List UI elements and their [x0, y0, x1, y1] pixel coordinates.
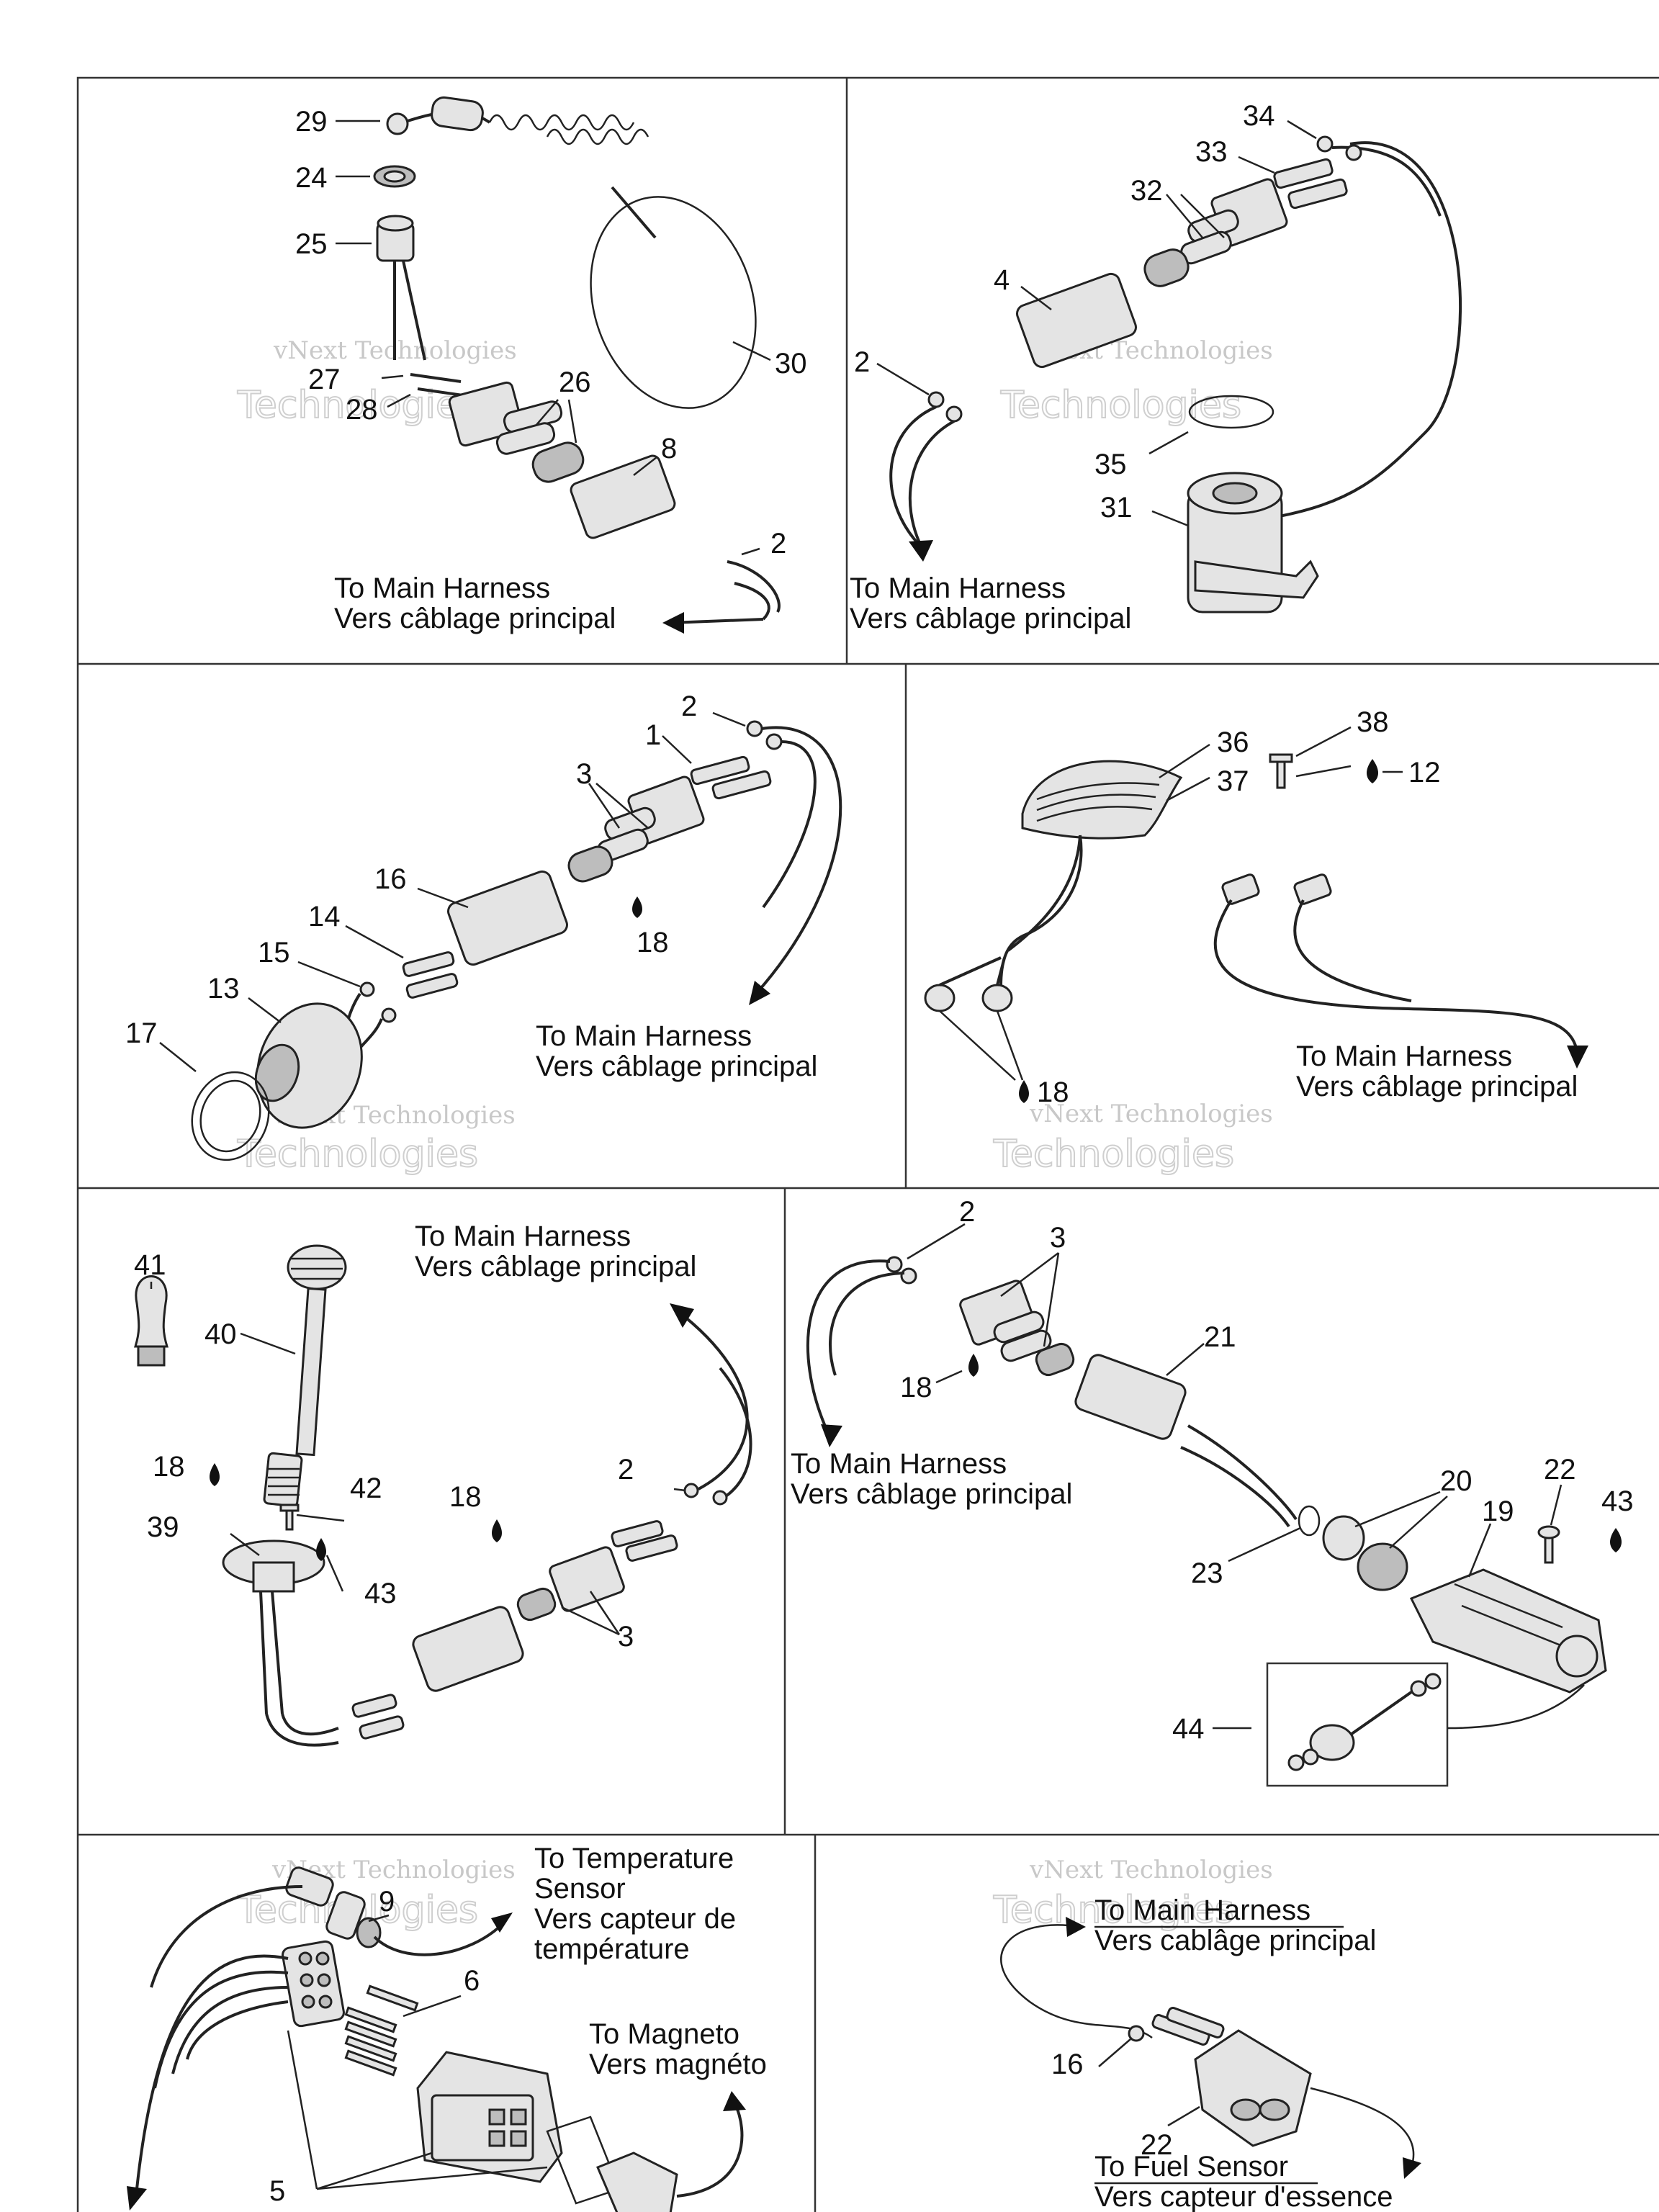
- caption-vers-cablage-principal: Vers câblage principal: [1296, 1071, 1578, 1102]
- panel-borders: [76, 76, 1659, 2212]
- caption-to-main-harness: To Main Harness: [791, 1448, 1007, 1480]
- label-19: 19: [1482, 1496, 1514, 1527]
- caption-sensor: Sensor: [534, 1873, 626, 1905]
- panel-3: 2 1 3 16 14 15 13 17 18 To Main Harness …: [125, 691, 842, 1161]
- label-18: 18: [449, 1481, 482, 1513]
- label-36: 36: [1217, 727, 1249, 758]
- label-43: 43: [364, 1578, 397, 1609]
- label-2: 2: [854, 346, 870, 378]
- label-3: 3: [618, 1621, 634, 1653]
- label-22: 22: [1141, 2129, 1173, 2161]
- label-42: 42: [350, 1473, 382, 1504]
- label-18: 18: [900, 1372, 932, 1403]
- label-29: 29: [295, 106, 328, 138]
- label-3: 3: [576, 758, 592, 790]
- label-33: 33: [1195, 136, 1228, 168]
- label-15: 15: [258, 937, 290, 968]
- label-1: 1: [645, 719, 661, 751]
- label-32: 32: [1130, 175, 1163, 207]
- label-28: 28: [346, 394, 378, 426]
- label-16: 16: [374, 863, 407, 895]
- label-20: 20: [1440, 1465, 1473, 1497]
- label-9: 9: [379, 1886, 395, 1917]
- panel-6: 2 3 21 18 20 22 43 19 23 44 To Main Harn…: [791, 1196, 1634, 1787]
- caption-vers-capteur-de: Vers capteur de: [534, 1903, 736, 1935]
- caption-vers-cablage-principal: Vers cablâge principal: [1094, 1925, 1376, 1956]
- watermark-outline: Technologies: [1000, 384, 1241, 427]
- caption-vers-cablage-principal: Vers câblage principal: [536, 1051, 817, 1082]
- label-30: 30: [775, 348, 807, 379]
- label-6: 6: [464, 1965, 480, 1997]
- caption-to-main-harness: To Main Harness: [1094, 1894, 1310, 1926]
- label-18: 18: [1037, 1076, 1069, 1108]
- panel-8: 16 22 To Main Harness Vers cablâge princ…: [1000, 1894, 1421, 2212]
- label-4: 4: [994, 264, 1010, 296]
- label-18: 18: [637, 927, 669, 958]
- label-27: 27: [308, 364, 341, 395]
- label-2: 2: [770, 528, 786, 559]
- label-39: 39: [147, 1511, 179, 1543]
- caption-vers-magneto: Vers magnéto: [589, 2049, 767, 2080]
- label-18: 18: [153, 1451, 185, 1483]
- caption-vers-cablage-principal: Vers câblage principal: [415, 1251, 696, 1282]
- panel-7: 9 6 5 To Temperature Sensor Vers capteur…: [127, 1843, 767, 2212]
- label-2: 2: [618, 1454, 634, 1485]
- label-37: 37: [1217, 765, 1249, 797]
- caption-vers-capteur-essence: Vers capteur d'essence: [1094, 2181, 1393, 2212]
- caption-to-fuel-sensor: To Fuel Sensor: [1094, 2151, 1288, 2182]
- label-24: 24: [295, 162, 328, 194]
- watermark-outline: Technologies: [237, 1133, 478, 1176]
- caption-to-temperature: To Temperature: [534, 1843, 734, 1874]
- watermark-outline: Technologies: [993, 1889, 1234, 1932]
- panel-1: 29 24 25 27 28 26 8 2 30 To Main Harness…: [295, 96, 807, 634]
- caption-temperature: température: [534, 1933, 690, 1965]
- label-3: 3: [1050, 1222, 1066, 1254]
- label-34: 34: [1243, 100, 1275, 132]
- watermark-text: vNext Technologies: [1029, 1100, 1273, 1128]
- label-8: 8: [661, 433, 677, 464]
- caption-vers-cablage-principal: Vers câblage principal: [334, 603, 616, 634]
- label-23: 23: [1191, 1557, 1223, 1589]
- caption-to-main-harness: To Main Harness: [334, 572, 550, 604]
- label-13: 13: [207, 973, 240, 1004]
- label-40: 40: [204, 1318, 237, 1350]
- label-14: 14: [308, 901, 341, 932]
- label-31: 31: [1100, 492, 1133, 523]
- label-2: 2: [681, 691, 697, 722]
- caption-vers-cablage-principal: Vers câblage principal: [791, 1478, 1072, 1510]
- label-26: 26: [559, 367, 591, 398]
- caption-to-main-harness: To Main Harness: [536, 1020, 752, 1052]
- label-21: 21: [1204, 1321, 1236, 1353]
- panel-5: 41 40 18 39 42 43 18 2 3 To Main Harness…: [133, 1220, 752, 1747]
- label-43: 43: [1601, 1485, 1634, 1517]
- label-16: 16: [1051, 2049, 1084, 2080]
- label-2: 2: [959, 1196, 975, 1228]
- label-17: 17: [125, 1017, 158, 1049]
- caption-to-main-harness: To Main Harness: [1296, 1040, 1512, 1072]
- caption-vers-cablage-principal: Vers câblage principal: [850, 603, 1131, 634]
- caption-to-main-harness: To Main Harness: [850, 572, 1066, 604]
- caption-to-magneto: To Magneto: [589, 2018, 739, 2050]
- panel-4: 38 36 37 12 18 To Main Harness Vers câbl…: [924, 706, 1588, 1108]
- label-41: 41: [134, 1249, 166, 1281]
- watermark-outline: Technologies: [993, 1133, 1234, 1176]
- label-25: 25: [295, 228, 328, 260]
- label-44: 44: [1172, 1713, 1205, 1745]
- label-5: 5: [269, 2175, 285, 2207]
- caption-to-main-harness: To Main Harness: [415, 1220, 631, 1252]
- label-22: 22: [1544, 1454, 1576, 1485]
- label-12: 12: [1408, 757, 1441, 788]
- watermark-text: vNext Technologies: [1029, 1856, 1273, 1884]
- panel-2: 34 33 32 4 2 35 31 To Main Harness Vers …: [850, 100, 1462, 634]
- label-35: 35: [1094, 449, 1127, 480]
- label-38: 38: [1357, 706, 1389, 738]
